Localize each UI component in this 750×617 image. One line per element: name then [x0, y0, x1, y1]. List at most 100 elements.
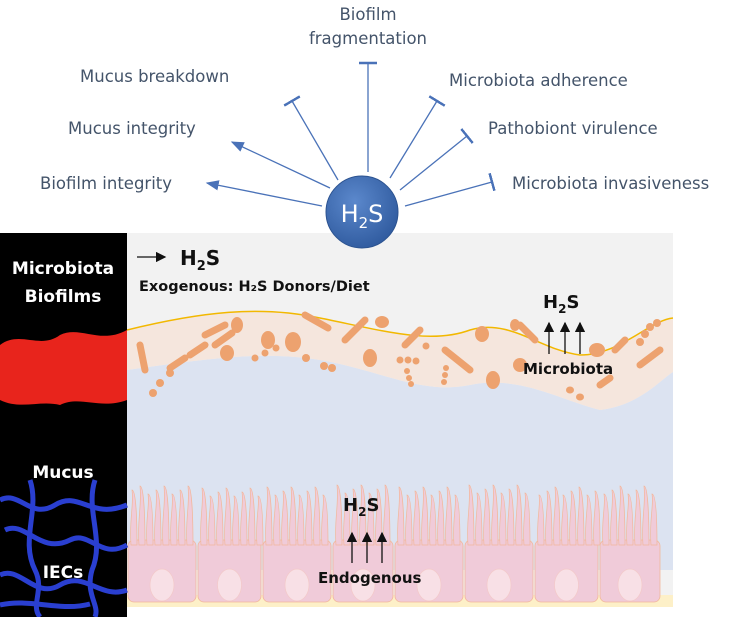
stain-strand [0, 495, 128, 512]
coccus-bacterium [653, 319, 661, 327]
coccus-bacterium [442, 372, 448, 378]
coccus-bacterium [510, 319, 520, 331]
rod-bacterium [301, 311, 332, 332]
label-microbiota-source: Microbiota [523, 360, 613, 378]
coccus-bacterium [566, 386, 574, 394]
effect-labels: Biofilm fragmentation Mucus breakdown Mu… [40, 5, 709, 193]
label-biofilms: Biofilms [25, 287, 102, 307]
rod-bacterium [516, 321, 539, 344]
coccus-bacterium [320, 362, 328, 370]
coccus-bacterium [285, 332, 301, 352]
epithelial-cell [464, 484, 534, 603]
coccus-bacterium [443, 365, 449, 371]
coccus-bacterium [486, 371, 500, 389]
effect-lines [205, 61, 496, 207]
rod-bacterium [166, 354, 189, 372]
coccus-bacterium [646, 323, 654, 331]
label-microbiota: Microbiota [12, 259, 114, 279]
label-iecs: IECs [43, 563, 84, 583]
coccus-bacterium [641, 330, 649, 338]
rod-bacterium [611, 336, 629, 354]
label-endogenous: Endogenous [318, 569, 422, 587]
label-microbiota-adherence: Microbiota adherence [449, 71, 628, 90]
biofilm-stain [0, 330, 127, 405]
coccus-bacterium [589, 343, 605, 357]
epithelial-cell [534, 486, 601, 603]
coccus-bacterium [261, 349, 269, 357]
micrograph-panel: Microbiota Biofilms Mucus IECs [0, 233, 129, 617]
coccus-bacterium [231, 317, 243, 333]
inhibition-line [283, 95, 339, 181]
label-exogenous: Exogenous: H₂S Donors/Diet [139, 279, 370, 295]
label-biofilm-fragmentation-1: Biofilm [339, 5, 396, 24]
coccus-bacterium [406, 375, 412, 381]
coccus-bacterium [576, 393, 584, 401]
coccus-bacterium [408, 381, 414, 387]
rod-bacterium [211, 329, 236, 349]
epithelial-cell [197, 487, 264, 603]
coccus-bacterium [166, 369, 174, 377]
epithelial-cells [127, 484, 661, 603]
rod-bacterium [341, 316, 369, 344]
coccus-bacterium [396, 356, 404, 364]
coccus-bacterium [272, 344, 280, 352]
label-microbiota-invasiveness: Microbiota invasiveness [512, 174, 709, 193]
epithelial-cell [127, 485, 197, 603]
coccus-bacterium [363, 349, 377, 367]
h2s-circle: H2S [325, 175, 399, 249]
stain-strand [87, 479, 100, 617]
label-mucus: Mucus [32, 463, 93, 483]
stain-strand [0, 600, 91, 610]
stain-strand [0, 570, 128, 595]
inhibition-line [404, 172, 496, 207]
mucus-stain [0, 479, 129, 617]
coccus-bacterium [261, 331, 275, 349]
coccus-bacterium [375, 316, 389, 328]
tissue-panel [126, 233, 674, 607]
svg-text:H2S: H2S [543, 292, 579, 316]
activation-arrow [230, 141, 331, 189]
coccus-bacterium [302, 354, 310, 362]
label-mucus-integrity: Mucus integrity [68, 119, 196, 138]
epithelial-cell [262, 486, 332, 603]
coccus-bacterium [220, 345, 234, 361]
endogenous-source: H2S Endogenous [318, 495, 422, 587]
coccus-bacterium [475, 326, 489, 342]
rod-bacterium [201, 321, 229, 339]
coccus-bacterium [156, 379, 164, 387]
rod-bacterium [441, 346, 474, 374]
coccus-bacterium [513, 358, 527, 372]
rod-bacterium [636, 346, 664, 369]
svg-text:H2S: H2S [343, 495, 379, 519]
inhibition-line [389, 95, 446, 179]
epithelial-cell [394, 486, 464, 603]
coccus-bacterium [404, 368, 410, 374]
exogenous-source: H2S Exogenous: H₂S Donors/Diet [137, 246, 370, 295]
coccus-bacterium [251, 354, 259, 362]
coccus-bacterium [404, 356, 412, 364]
bacteria [136, 311, 664, 401]
label-mucus-breakdown: Mucus breakdown [80, 67, 229, 86]
activation-arrow [205, 180, 323, 207]
epithelial-cell [332, 484, 394, 603]
microbiota-source: H2S Microbiota [523, 292, 613, 378]
rod-bacterium [401, 326, 424, 349]
label-biofilm-integrity: Biofilm integrity [40, 174, 172, 193]
label-biofilm-fragmentation-2: fragmentation [309, 29, 427, 48]
coccus-bacterium [422, 342, 430, 350]
coccus-bacterium [636, 338, 644, 346]
rod-bacterium [186, 341, 209, 359]
rod-bacterium [136, 341, 149, 374]
mucus-layer [127, 355, 673, 570]
svg-text:H2S: H2S [341, 200, 384, 232]
svg-text:H2S: H2S [180, 246, 220, 274]
stain-strand [3, 525, 129, 552]
coccus-bacterium [149, 389, 157, 397]
rod-bacterium [596, 374, 614, 389]
coccus-bacterium [328, 364, 336, 372]
coccus-bacterium [412, 357, 420, 365]
coccus-bacterium [441, 379, 447, 385]
inhibition-line [399, 128, 474, 191]
label-pathobiont-virulence: Pathobiont virulence [488, 119, 658, 138]
